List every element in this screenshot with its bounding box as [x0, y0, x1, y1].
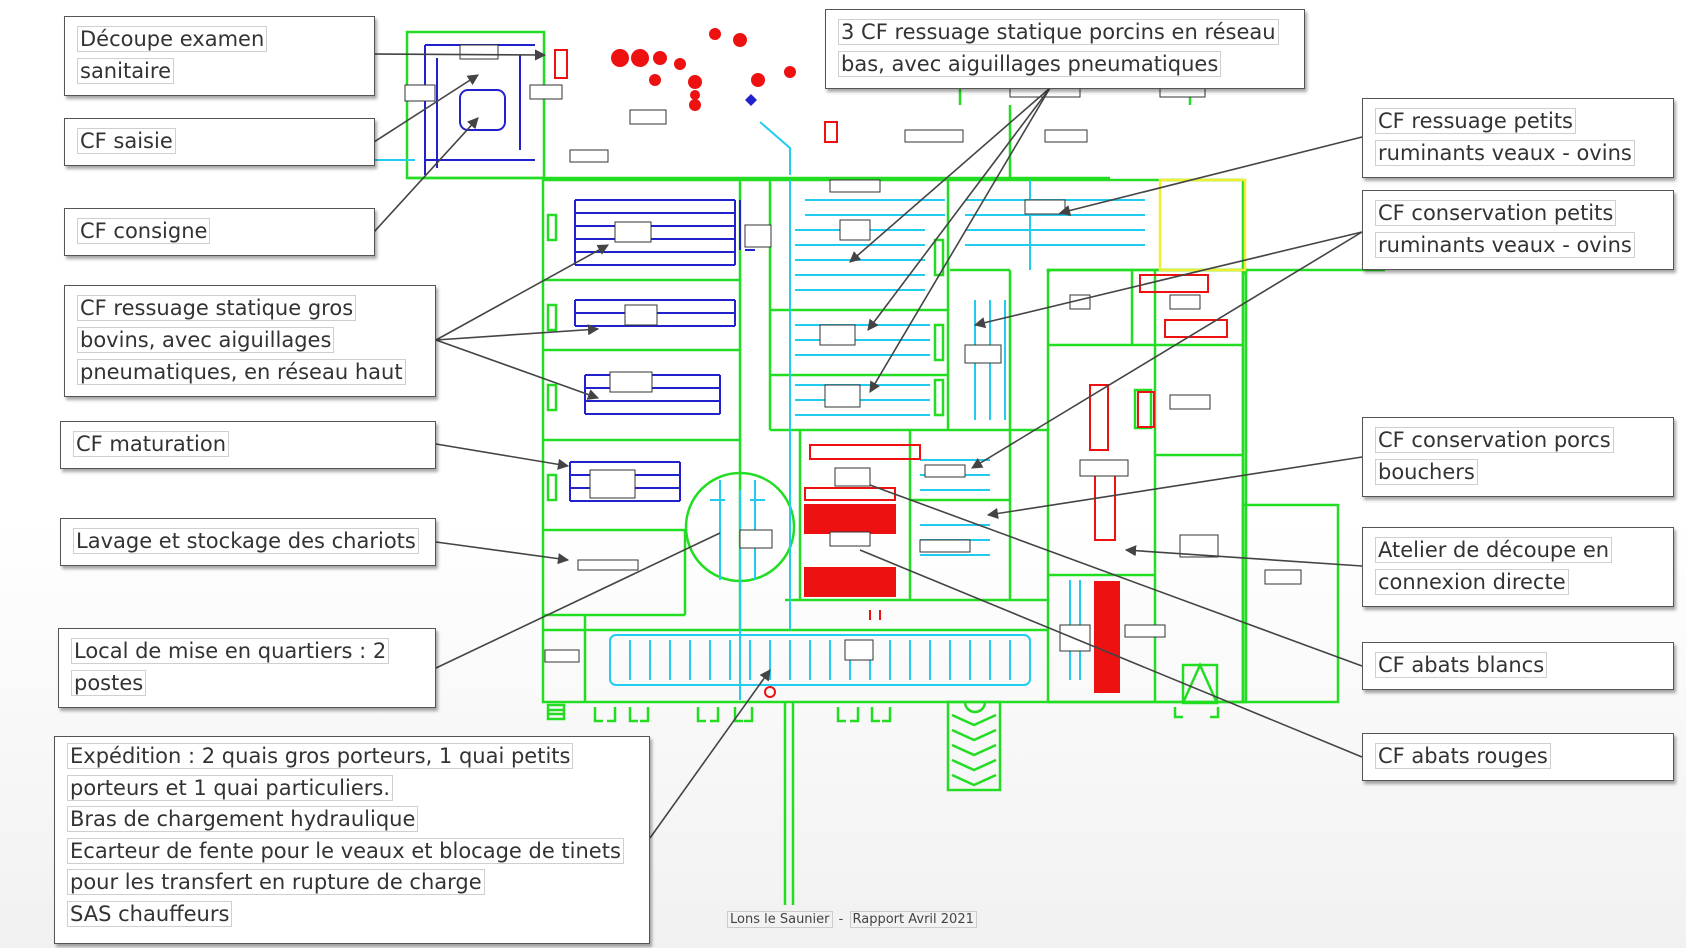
callout-line: bovins, avec aiguillages	[77, 327, 335, 353]
equipment	[554, 28, 1228, 698]
report-footer: Lons le Saunier - Rapport Avril 2021	[727, 911, 977, 928]
callout-line: sanitaire	[77, 58, 174, 84]
callout-cf-conservation-porcs: CF conservation porcs bouchers	[1362, 417, 1674, 497]
equipment-markers	[745, 94, 757, 106]
callout-cf-ressuage-petits-ruminants: CF ressuage petits ruminants veaux - ovi…	[1362, 98, 1674, 178]
footer-report: Rapport Avril 2021	[849, 911, 977, 928]
callout-line: CF maturation	[73, 431, 230, 457]
callout-line: CF consigne	[77, 218, 211, 244]
callout-expedition: Expédition : 2 quais gros porteurs, 1 qu…	[54, 736, 650, 944]
callout-line: CF conservation porcs	[1375, 427, 1614, 453]
callout-line: SAS chauffeurs	[67, 900, 233, 927]
callout-cf-abats-rouges: CF abats rouges	[1362, 733, 1674, 781]
callout-lavage-chariots: Lavage et stockage des chariots	[60, 518, 436, 566]
callout-line: CF abats blancs	[1375, 652, 1548, 678]
callout-cf-ressuage-porcins: 3 CF ressuage statique porcins en réseau…	[825, 9, 1305, 89]
callout-line: Local de mise en quartiers : 2	[71, 638, 390, 664]
callout-line: CF conservation petits	[1375, 200, 1617, 226]
room-tags	[404, 44, 1302, 663]
leader-lines	[373, 49, 1363, 839]
callout-line: CF abats rouges	[1375, 743, 1551, 769]
callout-line: Expédition : 2 quais gros porteurs, 1 qu…	[67, 743, 574, 769]
callout-cf-saisie: CF saisie	[64, 118, 375, 166]
footer-place: Lons le Saunier	[727, 911, 833, 928]
building-walls	[405, 30, 1385, 905]
callout-line: Ecarteur de fente pour le veaux et bloca…	[67, 837, 624, 864]
callout-line: Lavage et stockage des chariots	[73, 528, 419, 554]
annex-area	[1158, 178, 1247, 272]
callout-line: 3 CF ressuage statique porcins en réseau	[838, 19, 1279, 45]
callout-line: CF saisie	[77, 128, 176, 154]
callout-cf-consigne: CF consigne	[64, 208, 375, 256]
callout-line: connexion directe	[1375, 569, 1569, 595]
callout-line: CF ressuage petits	[1375, 108, 1576, 134]
callout-cf-abats-blancs: CF abats blancs	[1362, 642, 1674, 690]
callout-line: bas, avec aiguillages pneumatiques	[838, 51, 1222, 77]
callout-decoupe-examen-sanitaire: Découpe examen sanitaire	[64, 16, 375, 96]
callout-atelier-decoupe: Atelier de découpe en connexion directe	[1362, 527, 1674, 607]
high-rail-network	[424, 44, 755, 502]
callout-cf-maturation: CF maturation	[60, 421, 436, 469]
callout-line: bouchers	[1375, 459, 1478, 485]
callout-mise-en-quartiers: Local de mise en quartiers : 2 postes	[58, 628, 436, 708]
footer-separator: -	[838, 912, 844, 927]
callout-line: ruminants veaux - ovins	[1375, 232, 1635, 258]
callout-line: pour les transfert en rupture de charge	[67, 869, 485, 895]
callout-line: CF ressuage statique gros	[77, 295, 357, 321]
callout-cf-ressuage-gros-bovins: CF ressuage statique gros bovins, avec a…	[64, 285, 436, 397]
callout-line: Découpe examen	[77, 26, 268, 52]
callout-cf-conservation-petits-ruminants: CF conservation petits ruminants veaux -…	[1362, 190, 1674, 270]
callout-line: Bras de chargement hydraulique	[67, 806, 419, 832]
callout-line: postes	[71, 670, 147, 696]
callout-line: Atelier de découpe en	[1375, 537, 1613, 563]
callout-line: ruminants veaux - ovins	[1375, 140, 1635, 166]
callout-line: porteurs et 1 quai particuliers.	[67, 774, 394, 801]
callout-line: pneumatiques, en réseau haut	[77, 359, 406, 385]
